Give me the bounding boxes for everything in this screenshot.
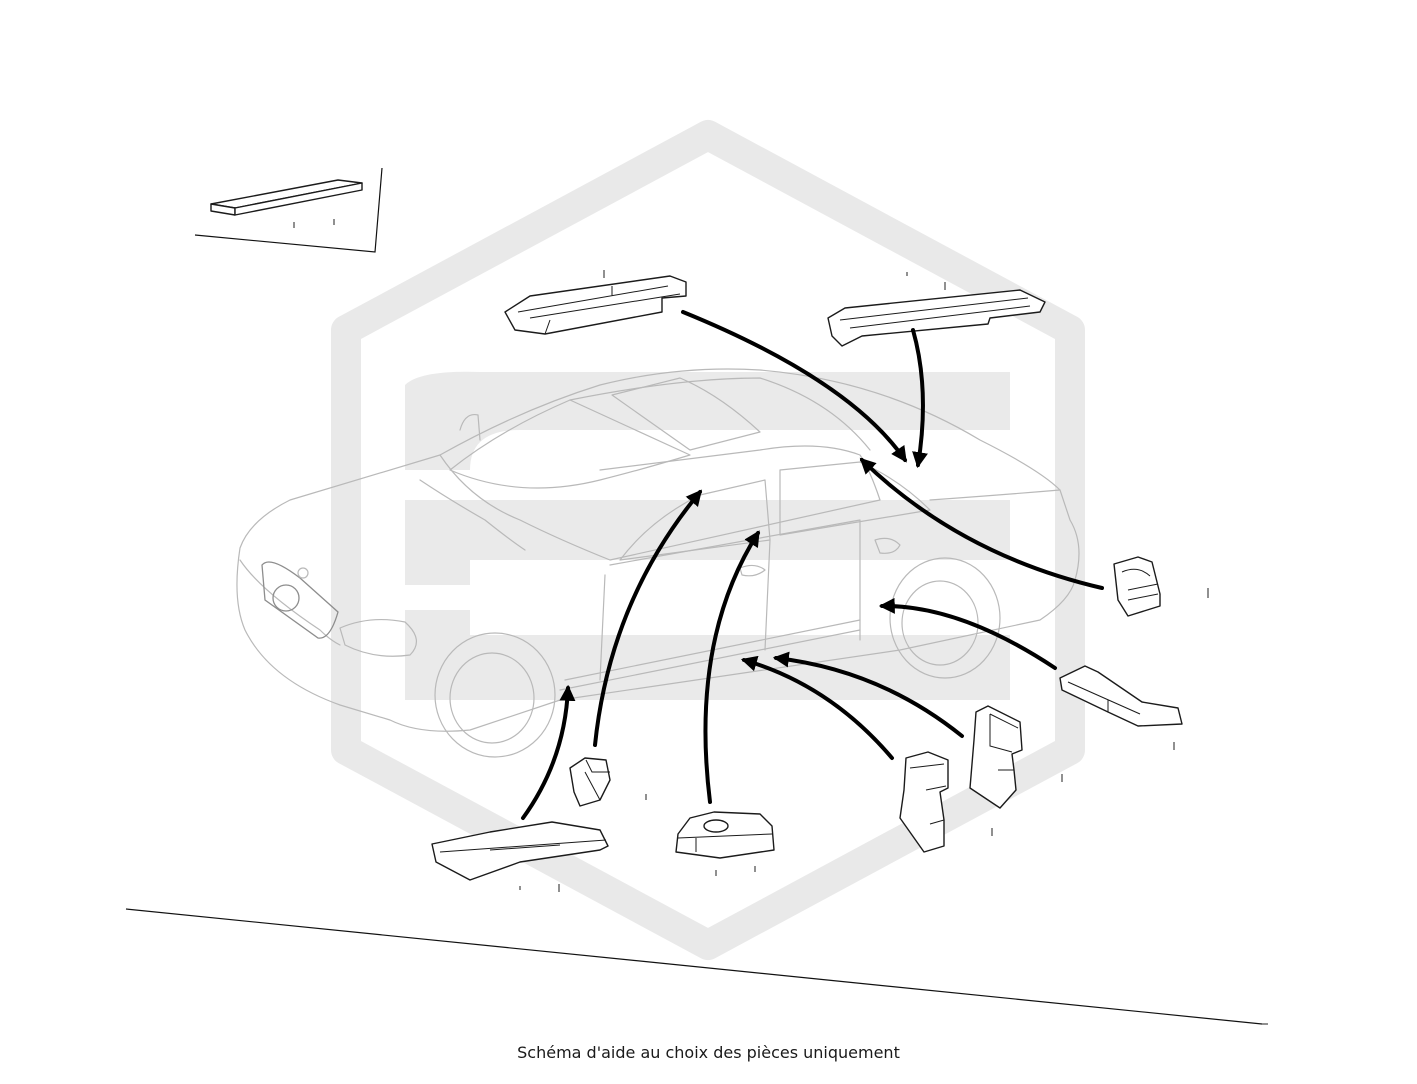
car-outline — [236, 368, 1080, 758]
diagram-caption: Schéma d'aide au choix des pièces unique… — [517, 1043, 900, 1062]
floor-insulation-strip — [194, 167, 383, 253]
center-pillar-insert — [675, 811, 775, 876]
front-sill-insert — [431, 821, 609, 892]
rear-pillar-insert — [1113, 556, 1209, 617]
ground-line — [125, 908, 1263, 1025]
rear-door-pillar-insert-upper — [969, 705, 1063, 836]
a-pillar-insert — [569, 757, 647, 807]
rear-door-pillar-insert-lower — [899, 751, 949, 853]
roof-front-reinforcement — [504, 270, 687, 335]
assignment-arrows — [521, 310, 1104, 820]
rear-sill-insert — [1059, 665, 1183, 750]
roof-rear-reinforcement — [827, 272, 1046, 347]
